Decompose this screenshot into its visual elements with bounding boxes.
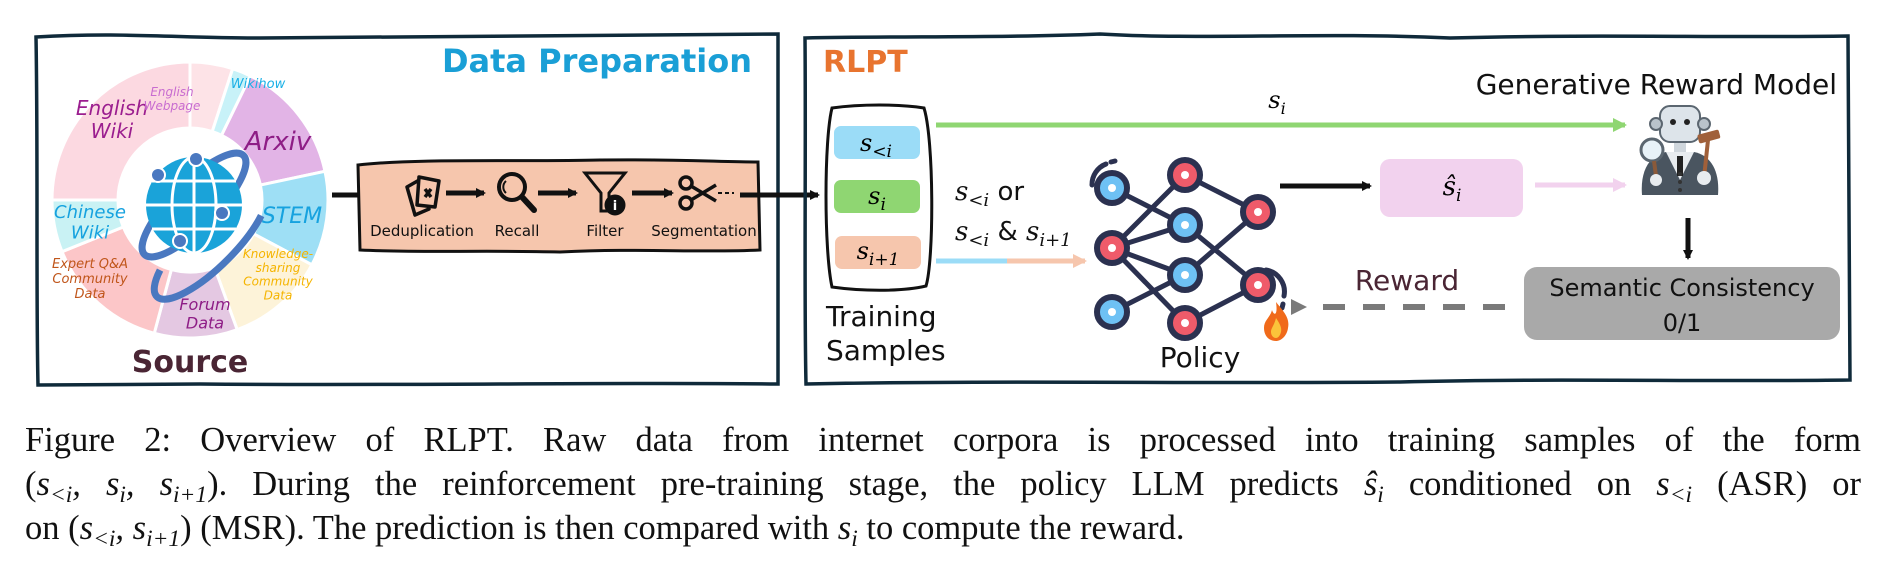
donut-segment: [50, 60, 192, 202]
magnifier-icon: [497, 172, 537, 213]
si-label: si: [1268, 86, 1285, 118]
training-samples-label: Samples: [826, 334, 946, 367]
spark-mark: [1263, 267, 1287, 299]
chip-s-less-i: [834, 126, 920, 159]
reward-label: Reward: [1355, 264, 1459, 297]
reward-model-label: Generative Reward Model: [1476, 68, 1837, 101]
input-label-line2: s<i & si+1: [955, 217, 1072, 251]
semantic-consistency-box: [1524, 267, 1840, 340]
network-node-center: [1108, 184, 1116, 192]
network-node-center: [1108, 308, 1116, 316]
deduplication-icon: [405, 175, 441, 217]
prediction-box: [1380, 159, 1523, 217]
caption-line-2: (s<i, si, si+1). During the reinforcemen…: [25, 465, 1861, 509]
donut-segment-label: Wikihow: [231, 77, 286, 92]
prediction-label: ŝi: [1443, 172, 1462, 206]
network-node-center: [1181, 271, 1189, 279]
training-samples-label: Training: [825, 300, 936, 333]
semantic-consistency-label: Semantic Consistency: [1549, 274, 1814, 302]
globe-icon: [138, 149, 265, 303]
semantic-consistency-value: 0/1: [1663, 309, 1702, 337]
filter-icon: i: [581, 171, 629, 216]
spark-mark: [1089, 161, 1109, 188]
chip-s-i-plus-1: [835, 236, 921, 269]
caption-line-3: on (s<i, si+1) (MSR). The prediction is …: [25, 509, 1185, 553]
step-label-recall: Recall: [495, 222, 540, 240]
data-preparation-title: Data Preparation: [442, 42, 752, 80]
network-node-center: [1181, 221, 1189, 229]
pipeline-box: [356, 158, 762, 254]
network-node-center: [1254, 208, 1262, 216]
chip-label: si: [868, 182, 886, 215]
spark-mark: [1279, 301, 1286, 311]
step-label-segmentation: Segmentation: [651, 222, 756, 240]
figure-caption: Figure 2: Overview of RLPT. Raw data fro…: [25, 418, 1861, 553]
donut-segment-label: STEM: [262, 204, 322, 229]
spark-mark: [1108, 158, 1118, 165]
robot-judge-icon: [1639, 105, 1721, 195]
panel-frame: [803, 32, 1852, 386]
panel-frame: [34, 32, 780, 387]
network-node-center: [1181, 171, 1189, 179]
network-node-center: [1254, 281, 1262, 289]
chip-label: si+1: [857, 237, 900, 270]
policy-network-icon: [1094, 157, 1276, 341]
rlpt-title: RLPT: [823, 45, 908, 80]
network-node-center: [1181, 319, 1189, 327]
scissors-icon: [678, 175, 734, 211]
step-label-filter: Filter: [586, 222, 624, 240]
caption-line-1: Figure 2: Overview of RLPT. Raw data fro…: [25, 421, 1861, 459]
rlpt-panel: RLPT s<i si si+1 Training Samples si s<i…: [803, 32, 1852, 386]
network-node-center: [1108, 244, 1116, 252]
donut-segment: [50, 198, 126, 254]
chip-label: s<i: [860, 129, 892, 162]
donut-segment-label: Arxiv: [243, 127, 312, 157]
input-label-line1: s<i or: [955, 177, 1024, 211]
source-label: Source: [132, 345, 249, 380]
chip-s-i: [834, 180, 920, 213]
svg-text:i: i: [613, 199, 617, 214]
policy-label: Policy: [1160, 341, 1241, 374]
flame-icon: [1264, 302, 1289, 341]
step-label-deduplication: Deduplication: [370, 222, 474, 240]
